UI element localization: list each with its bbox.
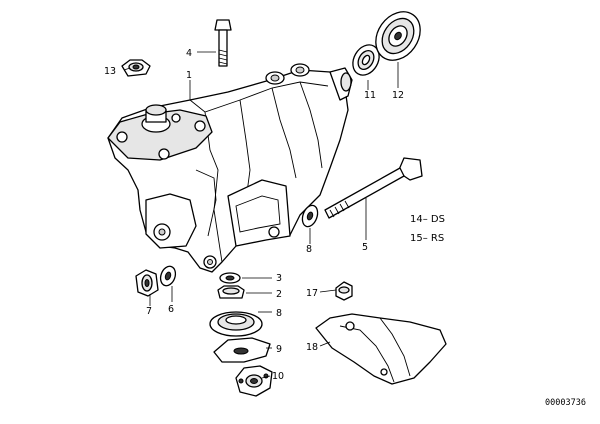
- washer-part-3[interactable]: [219, 272, 241, 284]
- callout-13: 13: [104, 66, 116, 77]
- dust-cap-part-12[interactable]: [367, 3, 430, 69]
- washer-part-8-upper[interactable]: [300, 203, 321, 228]
- variant-legend: 14– DS 15– RS: [410, 214, 445, 244]
- flange-part-10[interactable]: [235, 365, 273, 397]
- leader-lines: [123, 51, 399, 379]
- nut-part-7[interactable]: [135, 269, 159, 297]
- heat-shield-part-18[interactable]: [315, 313, 447, 385]
- shaft-seal-part-11[interactable]: [348, 40, 385, 80]
- callout-4: 4: [186, 48, 192, 59]
- callout-8-lower: 8: [276, 308, 282, 319]
- long-bolt-part-5[interactable]: [324, 157, 423, 219]
- nut-part-17[interactable]: [335, 281, 353, 301]
- callout-12: 12: [392, 90, 404, 101]
- callout-8-upper: 8: [306, 244, 312, 255]
- bolt-part-4[interactable]: [214, 19, 232, 67]
- callout-17: 17: [306, 288, 318, 299]
- callout-10: 10: [272, 371, 284, 382]
- seal-ring-part-8-lower[interactable]: [209, 311, 263, 337]
- callout-9: 9: [276, 344, 282, 355]
- washer-part-6[interactable]: [158, 264, 178, 288]
- legend-line-14: 14– DS: [410, 214, 445, 225]
- callout-5: 5: [362, 242, 368, 253]
- nut-part-2[interactable]: [217, 285, 245, 299]
- callout-7: 7: [146, 306, 152, 317]
- callout-1: 1: [186, 70, 192, 81]
- legend-line-15: 15– RS: [410, 233, 444, 244]
- callout-3: 3: [276, 273, 282, 284]
- document-number: 00003736: [545, 398, 586, 408]
- nut-part-13[interactable]: [121, 59, 151, 77]
- callout-11: 11: [364, 90, 376, 101]
- callout-6: 6: [168, 304, 174, 315]
- callout-2: 2: [276, 289, 282, 300]
- callout-18: 18: [306, 342, 318, 353]
- steering-gear-housing[interactable]: [107, 63, 353, 273]
- plate-part-9[interactable]: [213, 337, 271, 363]
- callout-labels: 1 4 13 11 12 5 8 7 6 3 2 8 9 10 17 18: [104, 48, 404, 382]
